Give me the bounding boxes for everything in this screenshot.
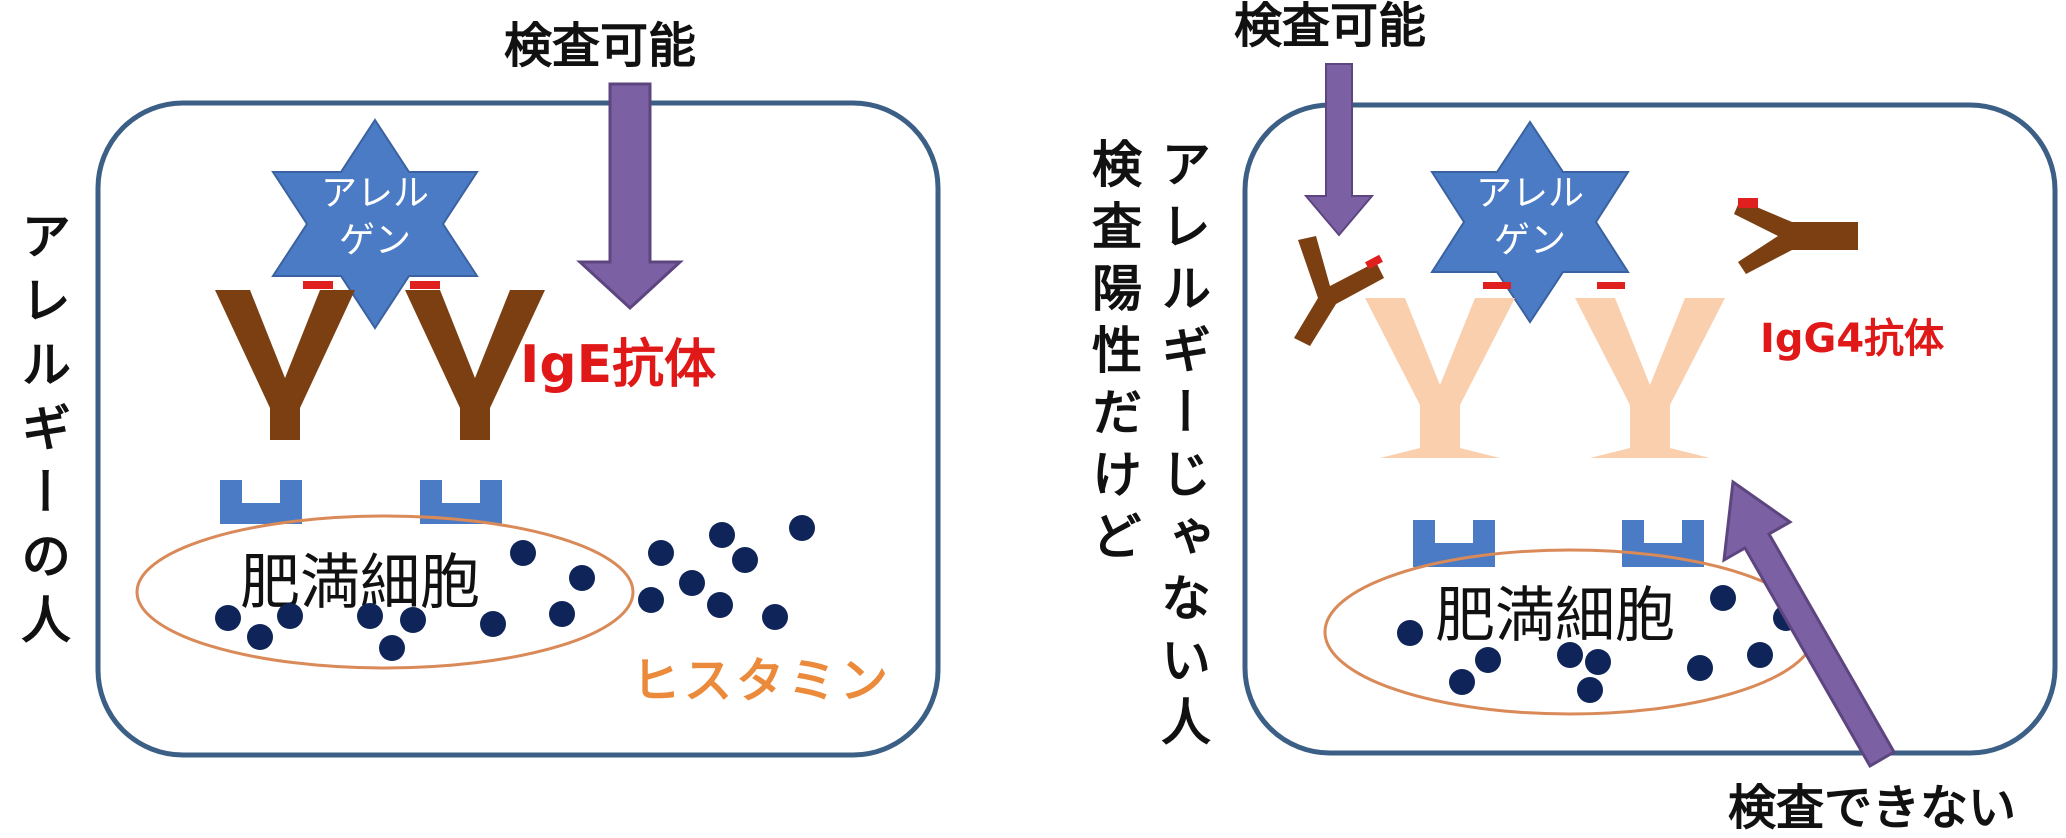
right-igg4-antibody-2 (1734, 198, 1858, 274)
left-antibody-label: IgE抗体 (520, 335, 716, 395)
right-receptor-2 (1622, 520, 1704, 567)
left-allergen: アレル ゲン (271, 118, 479, 330)
right-panel-frame (1242, 102, 2058, 756)
red-binding-mark (303, 281, 333, 289)
granule (1557, 642, 1583, 668)
right-diagram: 検査可能 アレル ゲン IgG4抗体 肥満 (1234, 0, 2058, 836)
granule (510, 540, 536, 566)
histamine-dot (679, 570, 705, 596)
right-untestable-arrow (1722, 479, 1897, 769)
histamine-dot (648, 540, 674, 566)
granule (247, 624, 273, 650)
granule (549, 601, 575, 627)
left-allergen-text-2: ゲン (339, 220, 411, 261)
granule (357, 603, 383, 629)
right-allergen-star (1430, 120, 1630, 324)
granule (277, 603, 303, 629)
right-allergen-text-2: ゲン (1494, 220, 1566, 261)
histamine-dot (709, 522, 735, 548)
granule (480, 611, 506, 637)
granule (1475, 647, 1501, 673)
left-allergen-text-1: アレル (321, 173, 429, 214)
red-binding-mark (1597, 282, 1625, 289)
right-side-label-2: 検査陽性だけど (1084, 138, 1142, 572)
histamine-dot (789, 515, 815, 541)
left-ige-antibody-2 (405, 281, 545, 440)
red-binding-mark (410, 281, 440, 289)
granule (215, 605, 241, 631)
left-receptor-1 (220, 480, 302, 524)
left-ige-antibody-1 (215, 281, 355, 440)
granule (1747, 642, 1773, 668)
left-mast-cell-label: 肥満細胞 (240, 548, 480, 618)
granule (1585, 649, 1611, 675)
granule (1687, 655, 1713, 681)
granule (379, 635, 405, 661)
right-allergen: アレル ゲン (1430, 120, 1630, 324)
right-side-label-1: アレルギーじゃない人 (1153, 138, 1211, 758)
red-binding-mark (1483, 282, 1511, 289)
left-diagram: アレルギーの人 検査可能 アレル ゲン IgE抗体 肥満細胞 (13, 18, 941, 758)
right-pale-antibody-2 (1575, 298, 1725, 458)
left-histamine-dots (638, 515, 815, 630)
histamine-dot (762, 604, 788, 630)
histamine-dot (732, 547, 758, 573)
right-allergen-text-1: アレル (1476, 173, 1584, 214)
left-allergen-star (271, 118, 479, 330)
histamine-dot (638, 587, 664, 613)
left-test-arrow (576, 82, 684, 311)
granule (400, 607, 426, 633)
left-panel-frame (95, 100, 941, 758)
right-mast-cell-label: 肥満細胞 (1435, 581, 1675, 651)
red-binding-mark (1738, 198, 1758, 208)
right-test-label: 検査可能 (1234, 0, 1426, 54)
granule (569, 565, 595, 591)
right-igg4-antibody-1 (1294, 236, 1384, 346)
left-test-label: 検査可能 (504, 18, 696, 74)
granule (1449, 669, 1475, 695)
histamine-dot (707, 592, 733, 618)
granule (1710, 585, 1736, 611)
red-binding-mark (1365, 254, 1383, 270)
left-granules (215, 540, 595, 661)
granule (1397, 620, 1423, 646)
right-pale-antibody-1 (1365, 298, 1515, 458)
left-side-label: アレルギーの人 (13, 210, 71, 658)
granule (1577, 677, 1603, 703)
histamine-label: ヒスタミン (632, 653, 892, 709)
left-mast-cell (135, 514, 635, 670)
left-receptor-2 (420, 480, 502, 524)
right-test-arrow (1303, 63, 1375, 237)
right-antibody-label: IgG4抗体 (1760, 316, 1944, 362)
right-untestable-label: 検査できない (1728, 780, 2016, 836)
